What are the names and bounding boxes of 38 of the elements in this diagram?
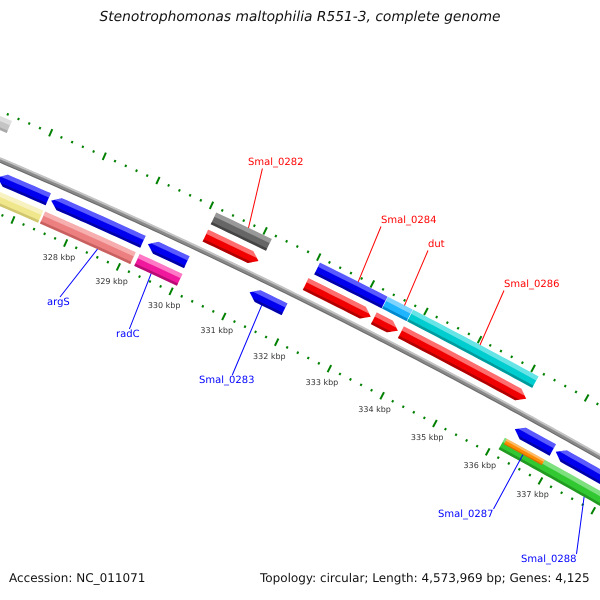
tick-label: 333 kbp [306,378,338,388]
gene-bar [382,297,413,322]
accession-label: Accession: NC_011071 [9,572,146,586]
leader-line [480,290,504,346]
gene-label: Smal_0284 [381,215,436,226]
leader-line [60,248,98,298]
tick-label: 328 kbp [42,253,76,262]
gene-label: argS [47,297,70,308]
gene-label: Smal_0286 [504,279,560,290]
title: Stenotrophomonas maltophilia R551-3, complete genome [100,10,501,26]
gene-label: Smal_0282 [248,157,304,168]
gene-label: radC [116,329,140,340]
tick-label: 330 kbp [148,301,180,310]
leader-line [358,226,382,282]
gene-bar [40,212,136,264]
gene-label: dut [428,239,445,250]
tick-label: 335 kbp [410,433,444,442]
tick-label: 329 kbp [95,276,128,286]
leader-line [576,496,585,554]
gene-bar [210,212,272,251]
gene-bar [134,254,182,286]
gene-bar [407,310,538,388]
tick-label: 332 kbp [253,352,286,362]
leader-line [248,168,263,228]
leader-line [493,454,524,510]
tick-label: 334 kbp [358,405,391,415]
gene-label: Smal_0287 [438,509,494,520]
gene-bar [314,262,388,308]
genome-info-label: Topology: circular; Length: 4,573,969 bp; Genes: 4,125 [260,572,590,586]
tick-label: 336 kbp [464,461,496,471]
gene-block [250,290,288,316]
tick-label: 331 kbp [200,326,234,336]
tick-label: 337 kbp [516,490,549,500]
leader-line [404,250,428,306]
gene-label: Smal_0283 [199,375,254,386]
leader-line [128,273,152,330]
leader-line [232,304,262,376]
gene-label: Smal_0288 [521,554,576,566]
